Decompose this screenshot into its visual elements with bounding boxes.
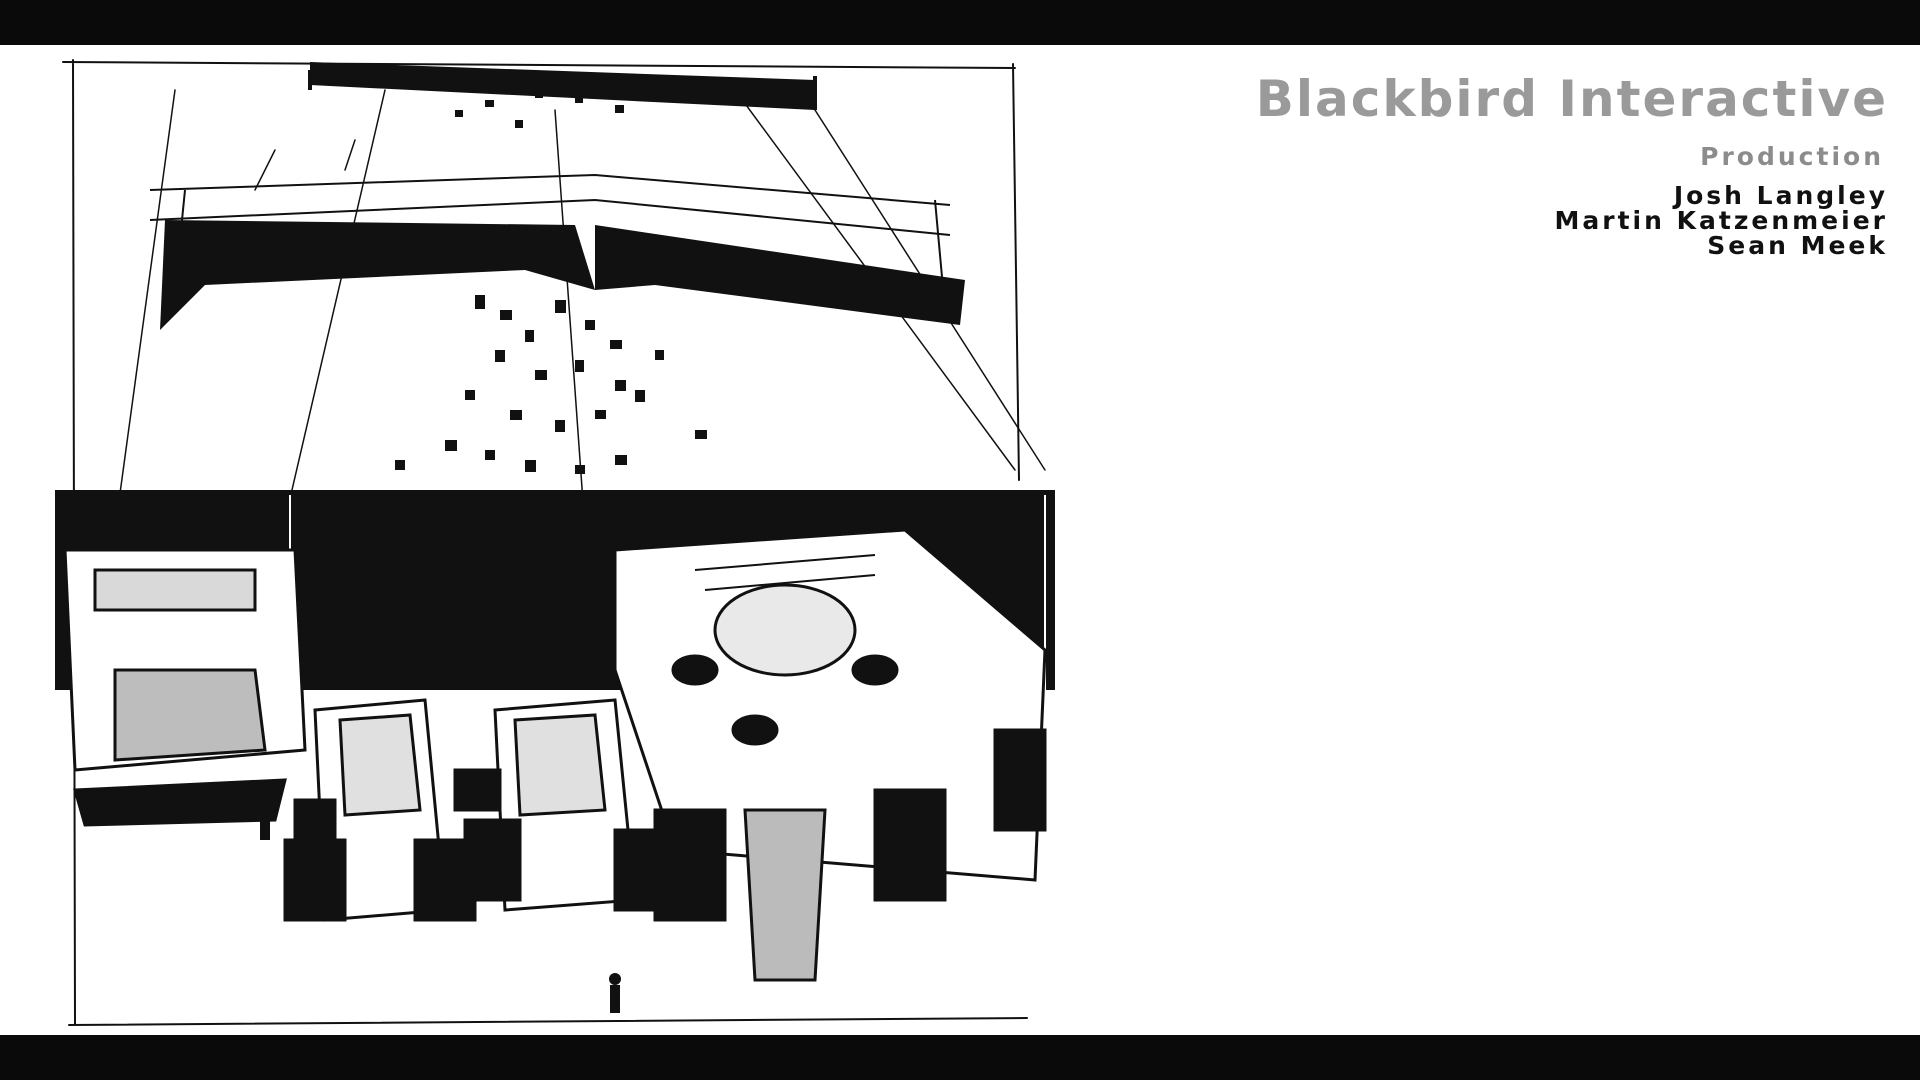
- credits-screen: Blackbird Interactive Production Josh La…: [0, 45, 1920, 1035]
- credit-name: Josh Langley: [1673, 180, 1888, 210]
- studio-name: Blackbird Interactive: [1255, 70, 1888, 128]
- credit-names: Josh Langley Martin Katzenmeier Sean Mee…: [1008, 183, 1888, 258]
- concept-art-sketch: [55, 59, 1055, 1026]
- credit-name: Sean Meek: [1707, 230, 1888, 260]
- letterbox-top: [0, 0, 1920, 45]
- credits-block: Blackbird Interactive Production Josh La…: [1008, 73, 1888, 258]
- letterbox-bottom: [0, 1035, 1920, 1080]
- credit-role: Production: [1700, 141, 1884, 171]
- credit-name: Martin Katzenmeier: [1554, 205, 1888, 235]
